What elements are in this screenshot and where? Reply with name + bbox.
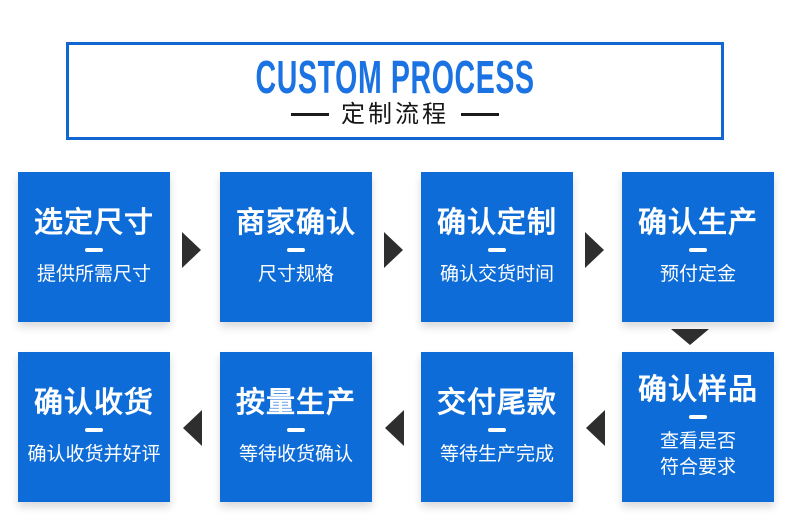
step-title: 确认样品 bbox=[637, 373, 758, 406]
step-box-1: 选定尺寸 提供所需尺寸 bbox=[18, 172, 170, 322]
step-subtitle: 提供所需尺寸 bbox=[37, 262, 151, 288]
title-divider-dash bbox=[287, 247, 305, 252]
step-box-2: 商家确认 尺寸规格 bbox=[220, 172, 372, 322]
step-subtitle: 确认收货并好评 bbox=[27, 442, 160, 468]
title-divider-dash bbox=[287, 427, 305, 432]
step-title: 按量生产 bbox=[235, 386, 356, 419]
step-title: 确认定制 bbox=[436, 206, 557, 239]
step-subtitle: 预付定金 bbox=[660, 262, 736, 288]
subtitle-left-dash bbox=[291, 113, 329, 116]
step-title: 交付尾款 bbox=[436, 386, 557, 419]
step-subtitle: 尺寸规格 bbox=[258, 262, 334, 288]
subtitle-right-dash bbox=[461, 113, 499, 116]
arrow-left-icon bbox=[385, 410, 404, 446]
step-subtitle: 确认交货时间 bbox=[440, 262, 554, 288]
step-title: 选定尺寸 bbox=[33, 206, 154, 239]
arrow-right-icon bbox=[384, 232, 403, 268]
page-subtitle: 定制流程 bbox=[341, 100, 449, 128]
arrow-down-icon bbox=[671, 329, 709, 345]
title-divider-dash bbox=[488, 427, 506, 432]
step-box-6: 交付尾款 等待生产完成 bbox=[421, 352, 573, 502]
arrow-right-icon bbox=[585, 232, 604, 268]
step-box-8: 确认收货 确认收货并好评 bbox=[18, 352, 170, 502]
title-divider-dash bbox=[689, 247, 707, 252]
title-divider-dash bbox=[488, 247, 506, 252]
step-subtitle-line: 确认交货时间 bbox=[439, 263, 554, 285]
page-subtitle-row: 定制流程 bbox=[291, 100, 499, 128]
step-title: 商家确认 bbox=[235, 206, 356, 239]
step-box-3: 确认定制 确认交货时间 bbox=[421, 172, 573, 322]
step-title: 确认生产 bbox=[637, 206, 758, 239]
step-subtitle-line: 查看是否 bbox=[659, 430, 736, 452]
arrow-left-icon bbox=[586, 410, 605, 446]
step-box-4: 确认生产 预付定金 bbox=[622, 172, 774, 322]
arrow-left-icon bbox=[183, 410, 202, 446]
title-divider-dash bbox=[85, 247, 103, 252]
step-subtitle: 查看是否 符合要求 bbox=[660, 429, 736, 481]
step-subtitle-line: 预付定金 bbox=[659, 263, 736, 285]
step-subtitle: 等待收货确认 bbox=[239, 442, 353, 468]
step-title: 确认收货 bbox=[33, 386, 154, 419]
step-subtitle-line: 等待生产完成 bbox=[439, 443, 554, 465]
step-subtitle-line: 提供所需尺寸 bbox=[36, 263, 151, 285]
header-banner: CUSTOM PROCESS 定制流程 bbox=[66, 42, 724, 140]
step-subtitle-line: 确认收货并好评 bbox=[27, 443, 161, 465]
step-box-7: 按量生产 等待收货确认 bbox=[220, 352, 372, 502]
title-divider-dash bbox=[689, 414, 707, 419]
step-box-5: 确认样品 查看是否 符合要求 bbox=[622, 352, 774, 502]
step-subtitle-line: 等待收货确认 bbox=[238, 443, 353, 465]
step-subtitle-line: 符合要求 bbox=[659, 456, 736, 478]
page-title: CUSTOM PROCESS bbox=[255, 50, 535, 103]
step-subtitle: 等待生产完成 bbox=[440, 442, 554, 468]
title-divider-dash bbox=[85, 427, 103, 432]
arrow-right-icon bbox=[182, 232, 201, 268]
step-subtitle-line: 尺寸规格 bbox=[257, 263, 334, 285]
